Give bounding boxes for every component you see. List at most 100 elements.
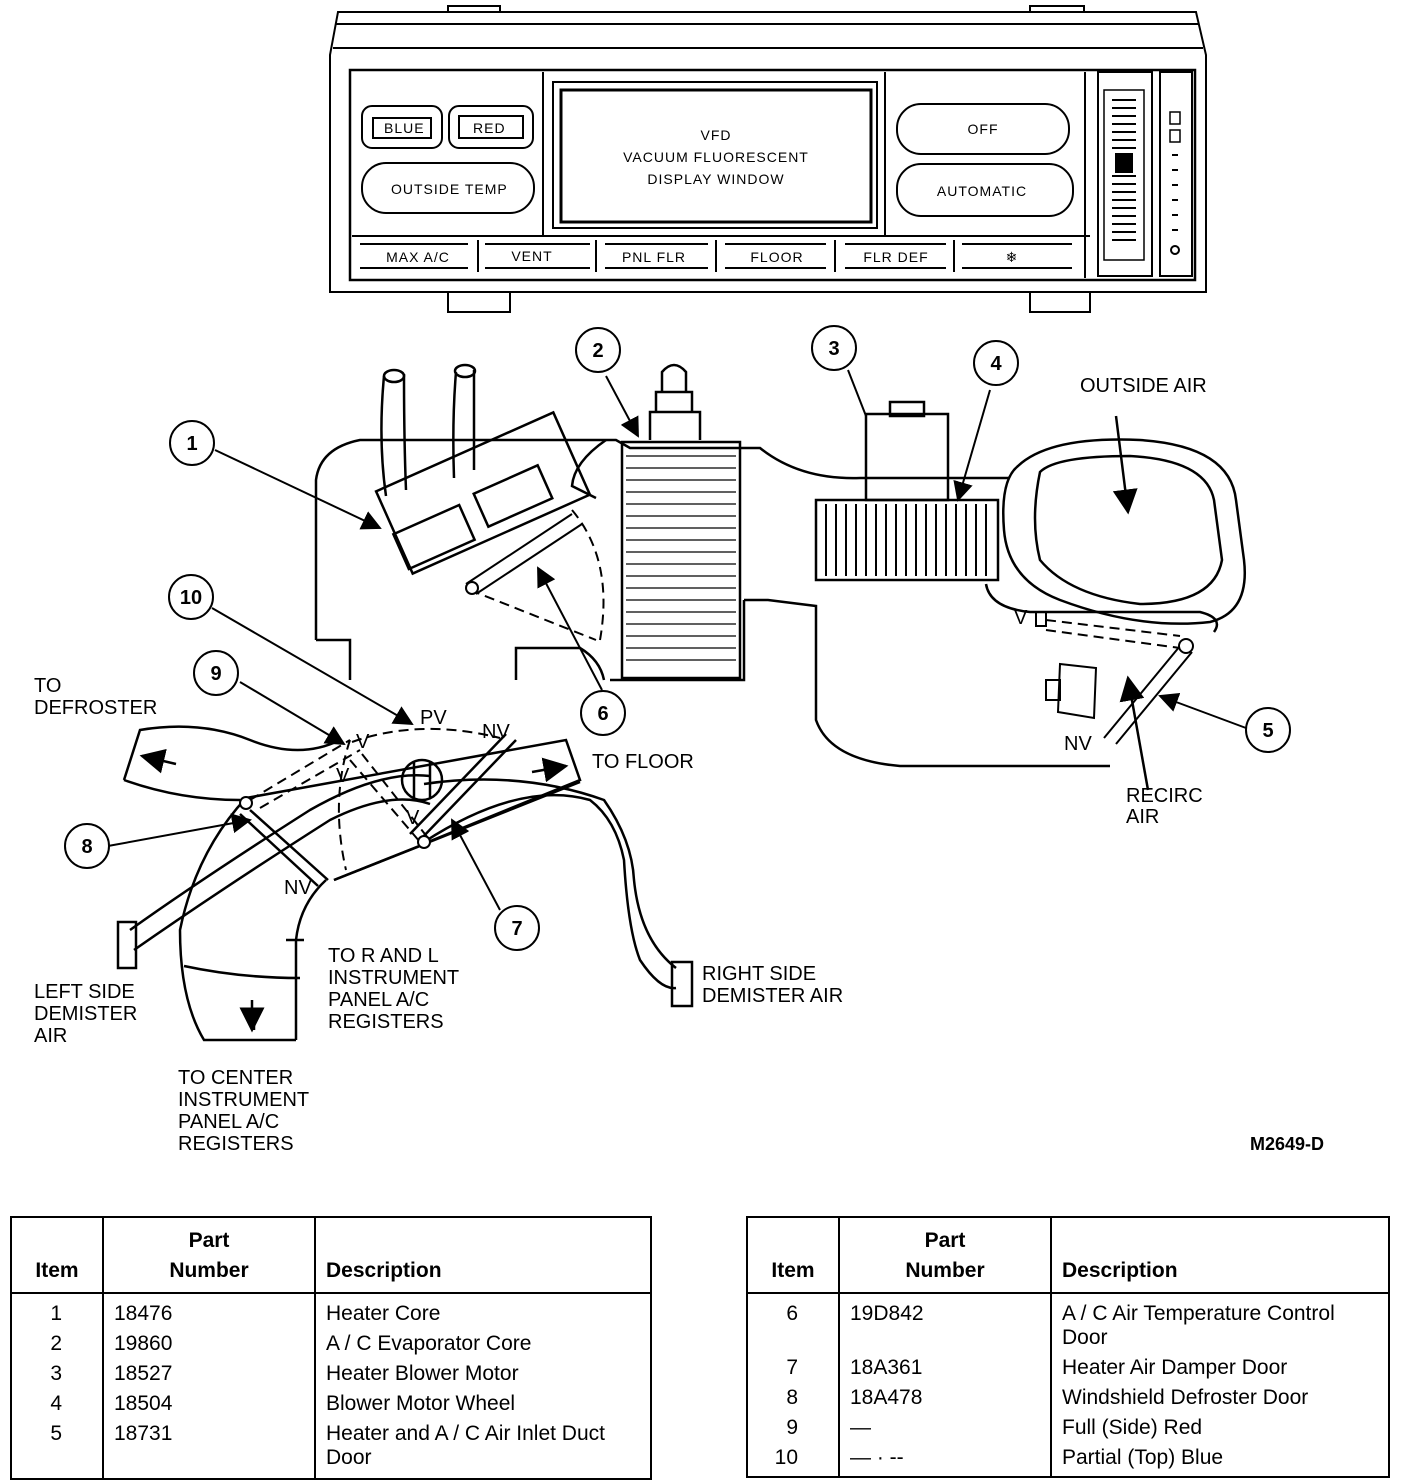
callout-2: 2	[592, 340, 603, 362]
header-part-line2: Number	[905, 1259, 985, 1282]
header-part-number: Part Number	[103, 1217, 316, 1294]
mode-pnl-flr[interactable]: PNL FLR	[622, 249, 686, 265]
vfd-label-2: VACUUM FLUORESCENT	[623, 149, 809, 165]
desc-cell: Heater and A / C Air Inlet Duct Door	[326, 1422, 605, 1469]
callout-3: 3	[828, 338, 839, 360]
red-button-label[interactable]: RED	[473, 120, 506, 136]
header-item: Item	[747, 1217, 840, 1294]
blower-slider-ticks	[1112, 99, 1180, 255]
figure-code: M2649-D	[1250, 1134, 1325, 1154]
control-panel	[329, 5, 1207, 313]
part-cell: 18527	[103, 1356, 316, 1386]
part-cell: 19D842	[839, 1293, 1052, 1350]
recirc-air-label-2: AIR	[1126, 806, 1159, 828]
item-cell: 4	[11, 1386, 104, 1416]
desc-cell: Blower Motor Wheel	[326, 1392, 516, 1415]
item-cell: 10	[747, 1440, 840, 1477]
desc-cell: Full (Side) Red	[1062, 1416, 1203, 1439]
desc-cell: Partial (Top) Blue	[1062, 1446, 1224, 1469]
parts-table-right: Item Part Number Description 6 19D842 A …	[746, 1216, 1390, 1478]
evaporator-fins	[626, 455, 736, 661]
header-item: Item	[11, 1217, 104, 1294]
table-row: 1 18476 Heater Core	[11, 1293, 651, 1326]
part-cell: 18A478	[839, 1380, 1052, 1410]
callout-10: 10	[180, 587, 202, 609]
callout-7: 7	[511, 918, 522, 940]
header-part-line1: Part	[924, 1229, 966, 1252]
left-demister-label-3: AIR	[34, 1025, 67, 1047]
to-r-l-label-1: TO R AND L	[328, 945, 439, 967]
right-demister-label-2: DEMISTER AIR	[702, 985, 843, 1007]
desc-cell: A / C Air Temperature Control Door	[1062, 1302, 1335, 1349]
automatic-button[interactable]: AUTOMATIC	[937, 183, 1027, 199]
table-row: 5 18731 Heater and A / C Air Inlet Duct …	[11, 1416, 651, 1479]
to-defroster-label-2: DEFROSTER	[34, 697, 157, 719]
v-label-9: V	[356, 731, 370, 753]
item-cell: 3	[11, 1356, 104, 1386]
desc-cell: Heater Air Damper Door	[1062, 1356, 1288, 1379]
item-cell: 2	[11, 1326, 104, 1356]
mode-floor[interactable]: FLOOR	[750, 249, 803, 265]
blower-wheel-blades	[825, 504, 987, 576]
part-cell: 18476	[103, 1293, 316, 1326]
to-center-label-4: REGISTERS	[178, 1133, 294, 1155]
blue-button-label[interactable]: BLUE	[384, 120, 425, 136]
recirc-air-label-1: RECIRC	[1126, 785, 1203, 807]
item-cell: 7	[747, 1350, 840, 1380]
mode-vent[interactable]: VENT	[511, 248, 552, 264]
v-label-5: V	[1014, 607, 1028, 629]
outside-air-label: OUTSIDE AIR	[1080, 375, 1207, 397]
table-row: 9 — Full (Side) Red	[747, 1410, 1389, 1440]
vfd-label-3: DISPLAY WINDOW	[647, 171, 784, 187]
callout-circles	[64, 325, 1291, 951]
callout-4: 4	[990, 353, 1002, 375]
part-cell: 18731	[103, 1416, 316, 1479]
part-cell: 18504	[103, 1386, 316, 1416]
to-floor-label: TO FLOOR	[592, 751, 694, 773]
desc-cell: Windshield Defroster Door	[1062, 1386, 1309, 1409]
callout-5: 5	[1262, 720, 1273, 742]
v-label-8: V	[336, 765, 350, 787]
desc-cell: Heater Core	[326, 1302, 441, 1325]
flow-arrows	[139, 415, 1150, 1033]
defroster-door-pivot	[239, 796, 253, 810]
outside-temp-button[interactable]: OUTSIDE TEMP	[391, 181, 508, 197]
part-cell: 18A361	[839, 1350, 1052, 1380]
left-demister-label-1: LEFT SIDE	[34, 981, 135, 1003]
to-defroster-label-1: TO	[34, 675, 61, 697]
table-row: 3 18527 Heater Blower Motor	[11, 1356, 651, 1386]
parts-table-left: Item Part Number Description 1 18476 Hea…	[10, 1216, 652, 1480]
callout-9: 9	[210, 663, 221, 685]
item-cell: 1	[11, 1293, 104, 1326]
pv-label: PV	[420, 707, 447, 729]
table-row: 2 19860 A / C Evaporator Core	[11, 1326, 651, 1356]
mode-flr-def[interactable]: FLR DEF	[863, 249, 928, 265]
v-label-7: V	[406, 807, 420, 829]
part-cell: 19860	[103, 1326, 316, 1356]
table-row: 8 18A478 Windshield Defroster Door	[747, 1380, 1389, 1410]
desc-cell: Heater Blower Motor	[326, 1362, 519, 1385]
table-row: 7 18A361 Heater Air Damper Door	[747, 1350, 1389, 1380]
desc-cell: A / C Evaporator Core	[326, 1332, 532, 1355]
table-row: 4 18504 Blower Motor Wheel	[11, 1386, 651, 1416]
to-r-l-label-3: PANEL A/C	[328, 989, 429, 1011]
hvac-diagram: BLUE RED OUTSIDE TEMP VFD VACUUM FLUORES…	[34, 5, 1291, 1155]
item-cell: 8	[747, 1380, 840, 1410]
to-r-l-label-4: REGISTERS	[328, 1011, 444, 1033]
inlet-duct-door	[1035, 611, 1194, 745]
defrost-icon[interactable]: ❄	[1006, 249, 1019, 265]
header-part-line1: Part	[188, 1229, 230, 1252]
temp-control-door	[465, 509, 605, 641]
to-center-label-3: PANEL A/C	[178, 1111, 279, 1133]
table-row: 6 19D842 A / C Air Temperature Control D…	[747, 1293, 1389, 1350]
callout-6: 6	[597, 703, 608, 725]
to-center-label-2: INSTRUMENT	[178, 1089, 309, 1111]
off-button[interactable]: OFF	[968, 121, 999, 137]
part-cell: —	[839, 1410, 1052, 1440]
to-r-l-label-2: INSTRUMENT	[328, 967, 459, 989]
nv-label-8: NV	[284, 877, 312, 899]
mode-max-ac[interactable]: MAX A/C	[386, 249, 450, 265]
to-center-label-1: TO CENTER	[178, 1067, 293, 1089]
callout-leaders	[107, 369, 1247, 911]
door-dashed-travel	[249, 727, 501, 871]
